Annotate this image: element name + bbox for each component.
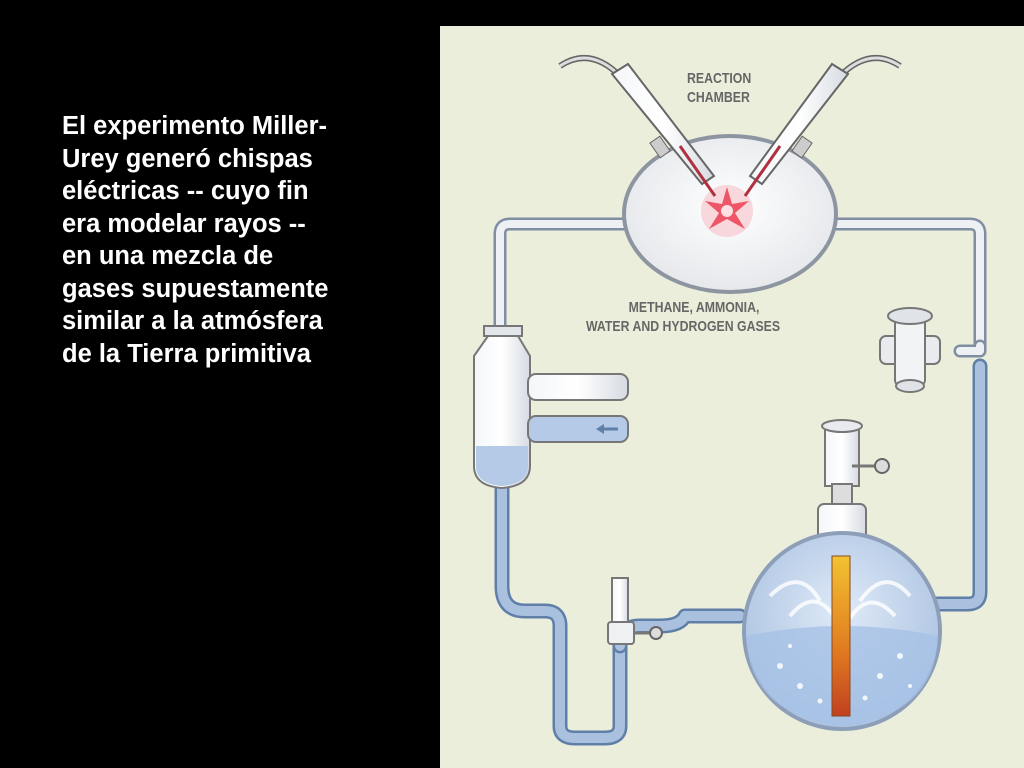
slide-caption: El experimento Miller- Urey generó chisp…	[62, 112, 329, 368]
right-electrode	[743, 55, 902, 197]
gases-label: METHANE, AMMONIA, WATER AND HYDROGEN GAS…	[586, 298, 914, 336]
glass-tubing	[493, 217, 988, 746]
reaction-chamber-label-line1: REACTION	[687, 70, 752, 87]
sample-stopcock	[607, 577, 663, 645]
reaction-chamber	[622, 134, 838, 294]
stopcock-right	[879, 307, 941, 393]
condenser	[473, 325, 629, 490]
gases-label-line1: METHANE, AMMONIA,	[628, 299, 760, 316]
miller-urey-diagram: REACTION CHAMBER METHANE, AMMONIA, WATER…	[440, 26, 1024, 768]
gases-label-line2: WATER AND HYDROGEN GASES	[586, 318, 781, 335]
reaction-chamber-label: REACTION CHAMBER	[687, 69, 777, 107]
boiling-flask	[742, 419, 942, 731]
apparatus-drawing	[473, 55, 988, 746]
electric-spark	[701, 185, 753, 237]
reaction-chamber-label-line2: CHAMBER	[687, 89, 750, 106]
left-electrode	[558, 55, 717, 197]
